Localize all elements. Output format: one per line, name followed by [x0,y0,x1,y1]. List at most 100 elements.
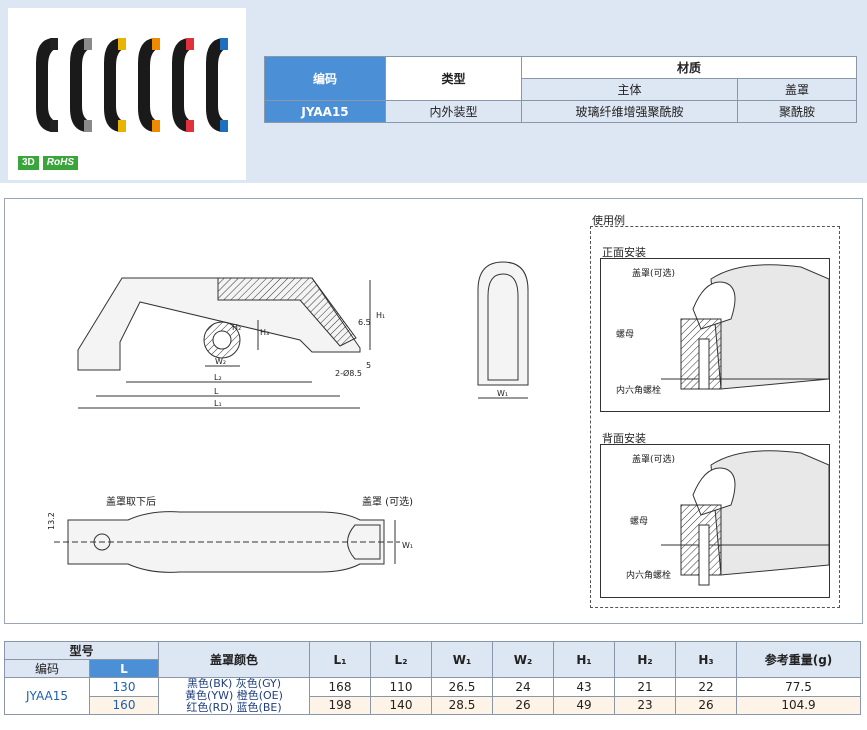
spec-code: JYAA15 [264,100,386,123]
spec-table: 编码 类型 材质 主体 盖罩 JYAA15 内外装型 玻璃纤维增强聚酰胺 聚酰胺 [264,56,857,123]
rohs-badge: RoHS [42,156,79,170]
table-row: 160 198 140 28.5 26 49 23 26 104.9 [4,695,861,715]
spec-type-header: 类型 [385,56,522,101]
handle-cap-top [118,38,126,50]
badges: 3D RoHS [18,156,79,170]
row-h2: 21 [614,677,676,697]
dim-w1: W₁ [497,389,508,398]
row-w1: 28.5 [431,695,493,715]
front-install-title: 正面安装 [602,246,646,259]
row-w2: 26 [492,695,554,715]
row-l1: 198 [309,695,371,715]
handle-product-illustration [36,38,228,132]
dim-w2: W₂ [215,357,226,366]
w1-header: W₁ [431,641,493,678]
handle-cap-bottom [84,120,92,132]
product-image [8,8,246,180]
dim-13-2: 13.2 [47,512,56,530]
handle-cap-bottom [152,120,160,132]
front-hex-bolt-note: 内六角螺栓 [616,383,662,396]
handle-cap-top [152,38,160,50]
row-h2: 23 [614,695,676,715]
handle-cap-bottom [186,120,194,132]
handle-body [206,38,228,132]
row-l2: 110 [370,677,432,697]
handle-cap-top [220,38,228,50]
back-install-title: 背面安装 [602,432,646,445]
handle-body [172,38,194,132]
h3-header: H₃ [675,641,737,678]
spec-material-header: 材质 [521,56,857,79]
back-install-illustration [661,450,830,586]
row-w2: 24 [492,677,554,697]
handle-body [70,38,92,132]
model-header: 型号 [4,641,159,660]
usage-example-box [590,226,840,608]
table-row: JYAA15 130 黑色(BK) 灰色(GY) 黄色(YW) 橙色(OE) 红… [4,677,861,715]
dim-w1-top: W₁ [402,541,413,550]
handle-body [36,38,58,132]
side-view [77,277,371,409]
dim-h3: H₃ [260,328,269,337]
handle-cap-top [84,38,92,50]
cap-colors: 黑色(BK) 灰色(GY) 黄色(YW) 橙色(OE) 红色(RD) 蓝色(BE… [158,677,310,715]
row-l2: 140 [370,695,432,715]
h1-header: H₁ [553,641,615,678]
spec-cap-header: 盖罩 [737,78,857,101]
l2-header: L₂ [370,641,432,678]
front-install-illustration [661,264,830,390]
cap-removed-label: 盖罩取下后 [106,495,156,508]
end-view [477,261,529,399]
back-nut-note: 螺母 [630,514,649,527]
row-h1: 43 [553,677,615,697]
dim-h1: H₁ [376,311,385,320]
cap-colors-line-3: 红色(RD) 蓝色(BE) [186,701,282,714]
cap-optional-label-top: 盖罩 (可选) [362,495,413,508]
dim-5: 5 [366,361,371,370]
handle-cap-bottom [220,120,228,132]
row-l: 130 [89,677,159,697]
dim-l2: L₂ [214,373,222,382]
row-h3: 22 [675,677,737,697]
l1-header: L₁ [309,641,371,678]
dim-6-5: 6.5 [358,318,371,327]
back-hex-bolt-note: 内六角螺栓 [626,568,672,581]
dim-l1: L₁ [214,399,222,408]
back-install-figure [600,444,830,598]
dimension-table: 型号 盖罩颜色 L₁ L₂ W₁ W₂ H₁ H₂ H₃ 参考重量(g) 编码 … [4,641,861,715]
back-cap-optional-note: 盖罩(可选) [632,452,676,465]
handle-cap-bottom [118,120,126,132]
dim-h2: H₂ [232,323,241,332]
row-h3: 26 [675,695,737,715]
dim-hole: 2-Ø8.5 [335,368,362,378]
dim-l: L [214,387,219,396]
top-view [54,511,400,573]
handle-cap-bottom [50,120,58,132]
cap-colors-line-2: 黄色(YW) 橙色(OE) [185,689,283,702]
3d-badge: 3D [18,156,39,170]
cap-colors-line-1: 黑色(BK) 灰色(GY) [186,677,282,690]
row-h1: 49 [553,695,615,715]
handle-cap-top [186,38,194,50]
usage-title: 使用例 [592,214,625,227]
row-l: 160 [89,695,159,715]
row-weight: 77.5 [736,677,861,697]
spec-code-header: 编码 [264,56,386,101]
front-cap-optional-note: 盖罩(可选) [632,266,676,279]
spec-type: 内外装型 [385,100,522,123]
weight-header: 参考重量(g) [736,641,861,678]
handle-body [104,38,126,132]
row-l1: 168 [309,677,371,697]
handle-cap-top [50,38,58,50]
h2-header: H₂ [614,641,676,678]
front-nut-note: 螺母 [616,327,635,340]
row-w1: 26.5 [431,677,493,697]
code-header: 编码 [4,659,90,678]
handle-body [138,38,160,132]
spec-body-material: 玻璃纤维增强聚酰胺 [521,100,738,123]
l-header: L [89,659,159,678]
w2-header: W₂ [492,641,554,678]
color-header: 盖罩颜色 [158,641,310,678]
row-code: JYAA15 [4,677,90,715]
